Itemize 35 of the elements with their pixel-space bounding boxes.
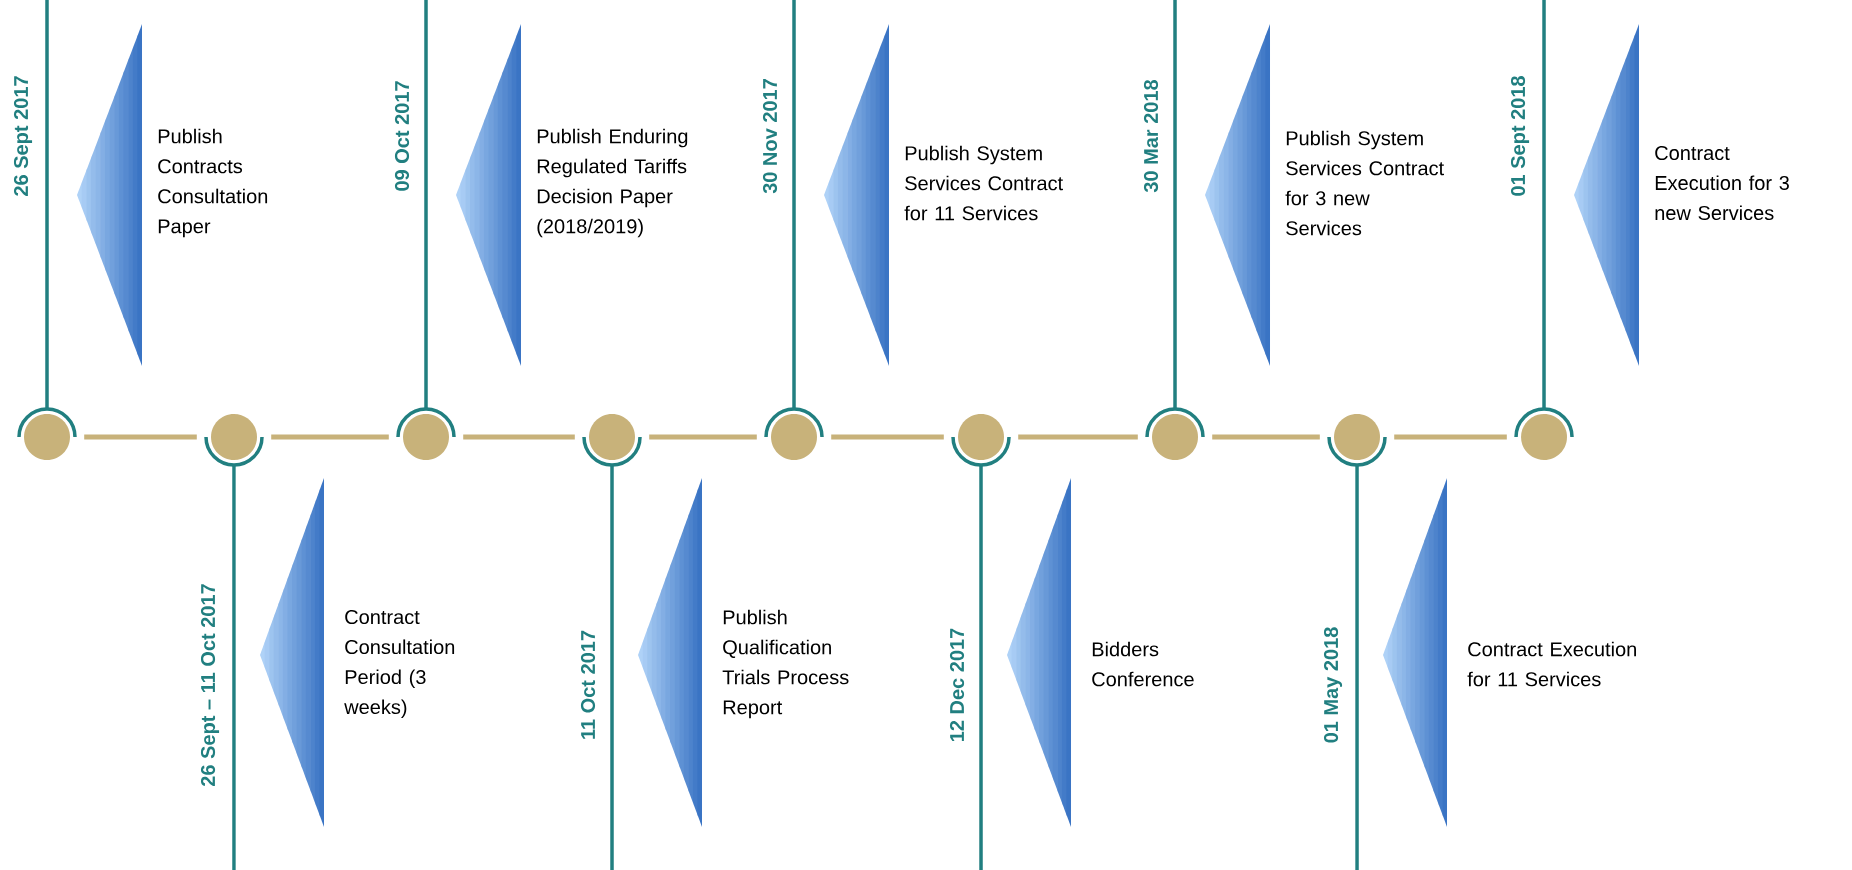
timeline-marker	[582, 414, 642, 467]
date-label: 26 Sept – 11 Oct 2017	[200, 584, 220, 787]
date-label: 30 Mar 2018	[1143, 79, 1159, 193]
timeline-segment	[84, 434, 197, 440]
timeline-segment	[1212, 434, 1320, 440]
timeline-marker	[1514, 407, 1574, 460]
timeline-marker	[1327, 414, 1387, 467]
date-label: 11 Oct 2017	[580, 630, 596, 739]
event-text: Publish System Services Contract for 3 new Services	[1285, 130, 1444, 236]
timeline-marker	[1145, 407, 1205, 460]
date-label: 01 Sept 2018	[1510, 76, 1530, 196]
timeline-marker	[17, 407, 77, 460]
timeline-segment	[831, 434, 944, 440]
date-label: 30 Nov 2017	[762, 79, 778, 194]
event-text: Publish Enduring Regulated Tariffs Decision Paper (2018/2019)	[537, 128, 688, 238]
date-label: 09 Oct 2017	[394, 81, 410, 191]
date-label: 26 Sept 2017	[13, 76, 33, 196]
event-text: Contract Execution for 3 new Services	[1655, 145, 1789, 221]
timeline-segment	[463, 434, 575, 440]
event-text: Contract Consultation Period (3 weeks)	[344, 609, 455, 719]
date-label: 01 May 2018	[1323, 627, 1343, 743]
event-text: Contract Execution for 11 Services	[1467, 641, 1636, 687]
timeline-marker	[951, 414, 1011, 467]
timeline-marker	[204, 414, 264, 467]
date-label: 12 Dec 2017	[949, 628, 965, 741]
timeline-segment	[271, 434, 389, 440]
event-text: Bidders Conference	[1092, 641, 1194, 687]
timeline-segment	[649, 434, 757, 440]
event-text: Publish Contracts Consultation Paper	[158, 128, 268, 238]
timeline-segment	[1394, 434, 1507, 440]
event-text: Publish Qualification Trials Process Report	[722, 609, 849, 719]
timeline-segment	[1018, 434, 1138, 440]
timeline-marker	[396, 407, 456, 460]
timeline-marker	[764, 407, 824, 460]
event-text: Publish System Services Contract for 11 Services	[904, 145, 1063, 221]
